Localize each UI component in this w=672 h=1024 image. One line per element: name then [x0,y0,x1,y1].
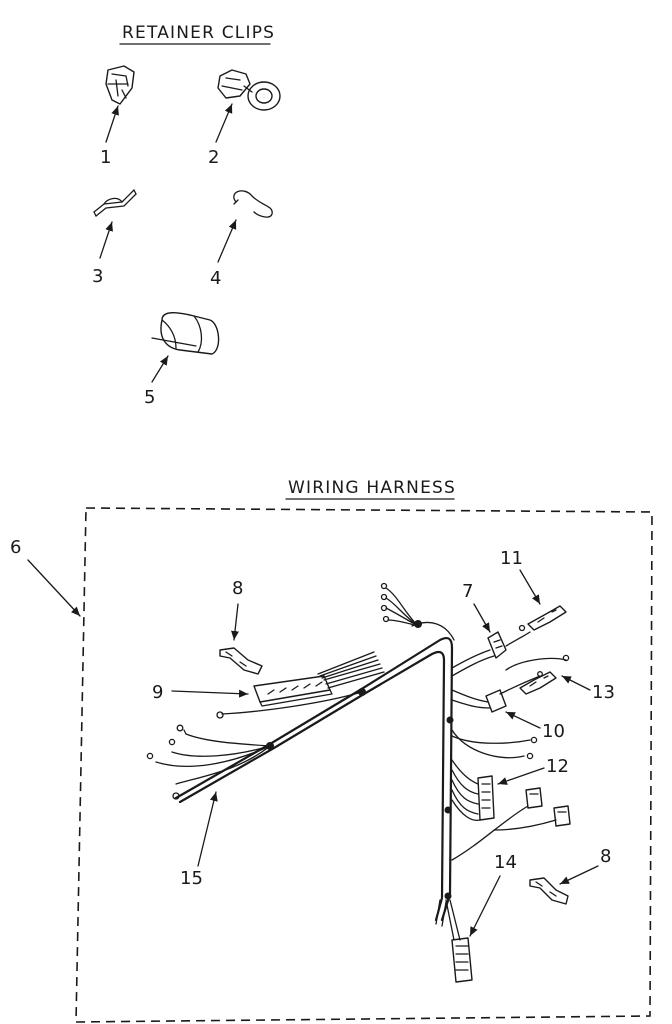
retainer-clips-heading: RETAINER CLIPS [119,23,275,45]
callout-12: 12 [546,756,569,777]
arrow-1 [105,105,119,143]
retainer-clips-title: RETAINER CLIPS [122,23,275,43]
harness-connector-12 [451,759,495,822]
terminal-8-upper [219,647,263,675]
harness-connector-14 [445,899,473,983]
callout-8-lower: 8 [600,846,611,867]
callout-6: 6 [10,537,21,558]
arrow-8-upper [231,603,239,641]
arrow-5 [151,355,169,383]
right-wire-leads [451,729,538,760]
callout-3: 3 [92,266,103,287]
harness-dashed-boundary [75,507,653,1023]
arrow-9 [171,689,249,698]
arrow-11 [519,569,541,605]
callout-14: 14 [494,852,517,873]
callout-8-upper: 8 [232,578,243,599]
arrow-12 [497,767,545,785]
callout-11: 11 [500,548,523,569]
wiring-harness-title: WIRING HARNESS [288,478,456,498]
arrow-13 [561,675,591,691]
callout-15: 15 [180,868,203,889]
loose-plug-connectors [451,787,571,861]
callout-10: 10 [542,721,565,742]
callout-1: 1 [100,147,111,168]
terminal-13 [505,654,570,695]
left-wire-leads [146,691,363,800]
wiring-harness-heading: WIRING HARNESS [285,478,456,500]
harness-main-trunk [174,620,455,927]
retainer-clip-part-4 [233,190,273,218]
harness-connector-7 [451,631,531,677]
arrow-15 [197,791,218,867]
callout-5: 5 [144,387,155,408]
retainer-sleeve-part-5 [151,312,220,355]
callout-7: 7 [462,581,473,602]
arrow-10 [505,711,541,729]
callout-9: 9 [152,682,163,703]
harness-block-connector-9 [253,651,385,707]
arrow-8-lower [559,865,599,885]
arrow-7 [473,603,491,633]
arrow-2 [215,103,233,143]
arrow-6 [27,559,81,617]
callout-13: 13 [592,682,615,703]
arrow-14 [469,875,501,937]
retainer-clip-part-1 [105,65,135,105]
terminal-8-lower [529,877,569,905]
retainer-clip-part-2 [217,69,281,111]
terminal-11 [518,605,567,632]
callout-2: 2 [208,147,219,168]
upper-wire-leads [380,582,419,627]
callout-4: 4 [210,268,221,289]
arrow-3 [99,221,113,259]
retainer-clip-part-3 [93,189,137,217]
arrow-4 [217,219,237,263]
harness-connector-10 [451,675,541,713]
